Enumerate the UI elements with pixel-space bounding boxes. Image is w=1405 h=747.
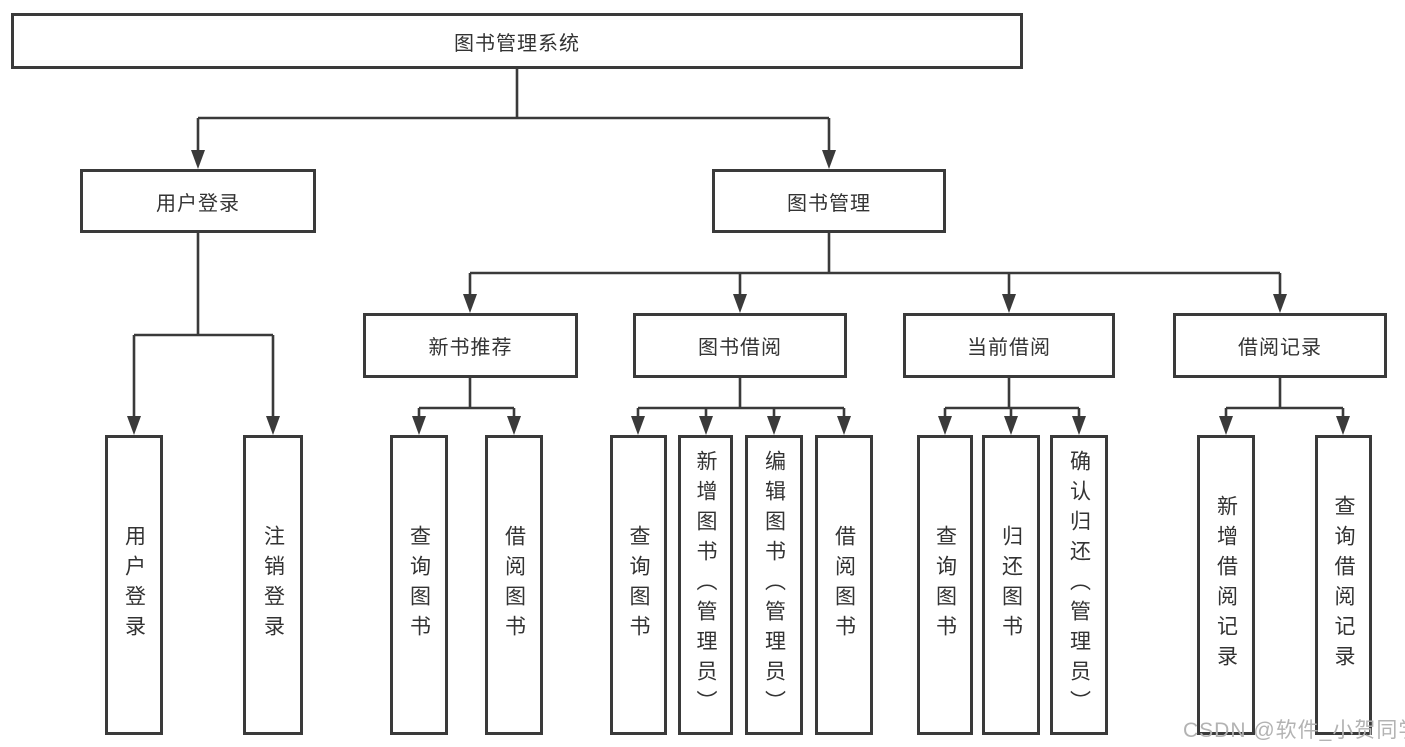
leaf-label: 新增图书（管理员） [694, 450, 717, 720]
leaf-label: 查询图书 [933, 525, 957, 645]
leaf-label: 编辑图书（管理员） [762, 450, 786, 720]
node-new-book-recommend: 新书推荐 [363, 313, 578, 378]
node-user-login: 用户登录 [80, 169, 316, 233]
leaf-query-borrow-record: 查询借阅记录 [1315, 435, 1372, 735]
leaf-label: 查询图书 [627, 525, 650, 645]
leaf-return-books: 归还图书 [982, 435, 1040, 735]
leaf-label: 查询借阅记录 [1332, 495, 1355, 675]
leaf-label: 借阅图书 [832, 525, 856, 645]
leaf-add-book-admin: 新增图书（管理员） [678, 435, 733, 735]
leaf-label: 确认归还（管理员） [1067, 450, 1091, 720]
leaf-label: 用户登录 [122, 525, 146, 645]
leaf-query-books-1: 查询图书 [390, 435, 448, 735]
leaf-logout: 注销登录 [243, 435, 303, 735]
node-borrow-records: 借阅记录 [1173, 313, 1387, 378]
node-book-borrow: 图书借阅 [633, 313, 847, 378]
leaf-label: 注销登录 [261, 525, 285, 645]
leaf-user-login: 用户登录 [105, 435, 163, 735]
leaf-label: 借阅图书 [502, 525, 526, 645]
leaf-add-borrow-record: 新增借阅记录 [1197, 435, 1255, 735]
node-book-management: 图书管理 [712, 169, 946, 233]
leaf-borrow-books-1: 借阅图书 [485, 435, 543, 735]
leaf-label: 查询图书 [407, 525, 431, 645]
node-library-system: 图书管理系统 [11, 13, 1023, 69]
csdn-watermark: CSDN @软件_小贺同学 [1183, 719, 1405, 742]
leaf-edit-book-admin: 编辑图书（管理员） [745, 435, 803, 735]
leaf-confirm-return-admin: 确认归还（管理员） [1050, 435, 1108, 735]
leaf-query-books-3: 查询图书 [917, 435, 973, 735]
node-current-borrow: 当前借阅 [903, 313, 1115, 378]
leaf-query-books-2: 查询图书 [610, 435, 667, 735]
leaf-label: 新增借阅记录 [1214, 495, 1238, 675]
leaf-borrow-books-2: 借阅图书 [815, 435, 873, 735]
leaf-label: 归还图书 [999, 525, 1023, 645]
